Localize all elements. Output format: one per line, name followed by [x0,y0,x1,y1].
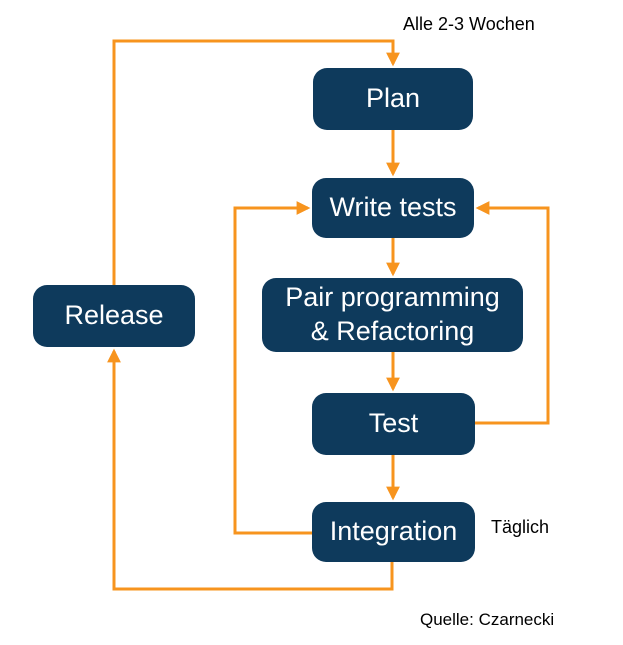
node-integration-label: Integration [329,516,458,547]
node-release: Release [33,285,195,347]
node-pair-programming-label-line2: & Refactoring [310,316,475,346]
node-write-tests-label: Write tests [329,192,457,223]
cycle-frequency-label: Alle 2-3 Wochen [403,14,535,34]
node-integration: Integration [312,502,475,562]
daily-frequency-label: Täglich [491,517,550,537]
arrow-release-to-plan [112,39,400,285]
node-release-label: Release [64,300,164,331]
node-plan: Plan [313,68,473,130]
node-plan-label: Plan [365,83,421,114]
node-pair-programming-label-line1: Pair programming [285,282,500,313]
node-test-label: Test [368,408,419,439]
node-test: Test [312,393,475,455]
source-credit-label: Quelle: Czarnecki [420,610,555,629]
node-write-tests: Write tests [312,178,474,238]
arrow-integration-to-release [107,348,394,591]
arrow-test-to-write-tests-loop [475,201,550,425]
arrow-integration-to-write-tests-loop [233,201,312,535]
node-pair-programming: Pair programming & Refactoring [262,278,523,352]
